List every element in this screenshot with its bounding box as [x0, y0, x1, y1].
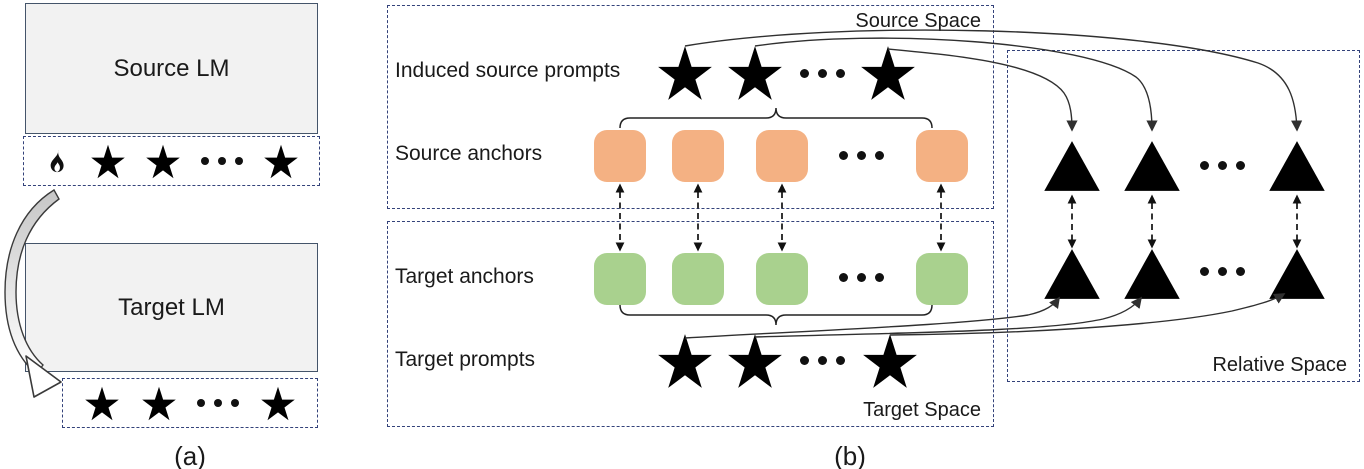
induced-source-prompt-star — [658, 46, 712, 100]
induced-source-prompt-star — [861, 46, 915, 100]
induced-source-prompt-star — [728, 46, 782, 100]
target-prompt-star — [728, 334, 782, 388]
relative-space-label: Relative Space — [1212, 354, 1347, 376]
target-anchor-square — [594, 253, 646, 305]
target-lm-box: Target LM — [25, 243, 318, 372]
source-anchors-label: Source anchors — [395, 142, 543, 165]
source-anchor-square — [672, 130, 724, 182]
ellipsis-dots — [1200, 267, 1245, 276]
source-relative-triangle — [1124, 141, 1180, 191]
ellipsis-dots — [839, 273, 884, 282]
target-prompt-star — [863, 334, 917, 388]
source-prompt-star — [90, 144, 125, 178]
ellipsis-dots — [800, 69, 845, 78]
source-anchor-square — [594, 130, 646, 182]
source-prompt-star — [146, 144, 181, 178]
target-prompt-tray — [62, 378, 318, 428]
source-prompt-tray — [23, 136, 320, 186]
ellipsis-dots — [201, 157, 244, 165]
target-space-label: Target Space — [863, 399, 981, 421]
target-anchor-square — [756, 253, 808, 305]
ellipsis-dots — [197, 399, 240, 407]
target-anchors-label: Target anchors — [395, 265, 534, 288]
target-prompt-star — [141, 386, 176, 420]
induced-source-prompts-label: Induced source prompts — [395, 59, 621, 82]
source-lm-box: Source LM — [25, 3, 318, 134]
target-lm-label: Target LM — [118, 293, 225, 321]
source-relative-triangle — [1044, 141, 1100, 191]
ellipsis-dots — [839, 151, 884, 160]
target-anchor-square — [916, 253, 968, 305]
flame-icon — [50, 149, 64, 173]
caption-b: (b) — [834, 441, 866, 469]
source-prompt-star — [264, 144, 298, 178]
source-lm-label: Source LM — [113, 54, 230, 82]
target-anchor-square — [672, 253, 724, 305]
source-relative-triangle — [1269, 141, 1325, 191]
target-relative-triangle — [1124, 249, 1180, 299]
target-relative-triangle — [1044, 249, 1100, 299]
source-anchor-square — [916, 130, 968, 182]
caption-a: (a) — [174, 441, 206, 469]
target-prompt-star — [84, 386, 119, 420]
relative-space-box: Relative Space — [1007, 50, 1360, 382]
source-anchor-square — [756, 130, 808, 182]
target-prompt-star — [658, 334, 712, 388]
ellipsis-dots — [800, 356, 845, 365]
ellipsis-dots — [1200, 161, 1245, 170]
target-prompt-star — [261, 386, 295, 420]
target-prompts-label: Target prompts — [395, 348, 536, 371]
target-space-box: Target Space — [387, 221, 994, 427]
target-relative-triangle — [1269, 249, 1325, 299]
source-space-label: Source Space — [855, 10, 981, 32]
